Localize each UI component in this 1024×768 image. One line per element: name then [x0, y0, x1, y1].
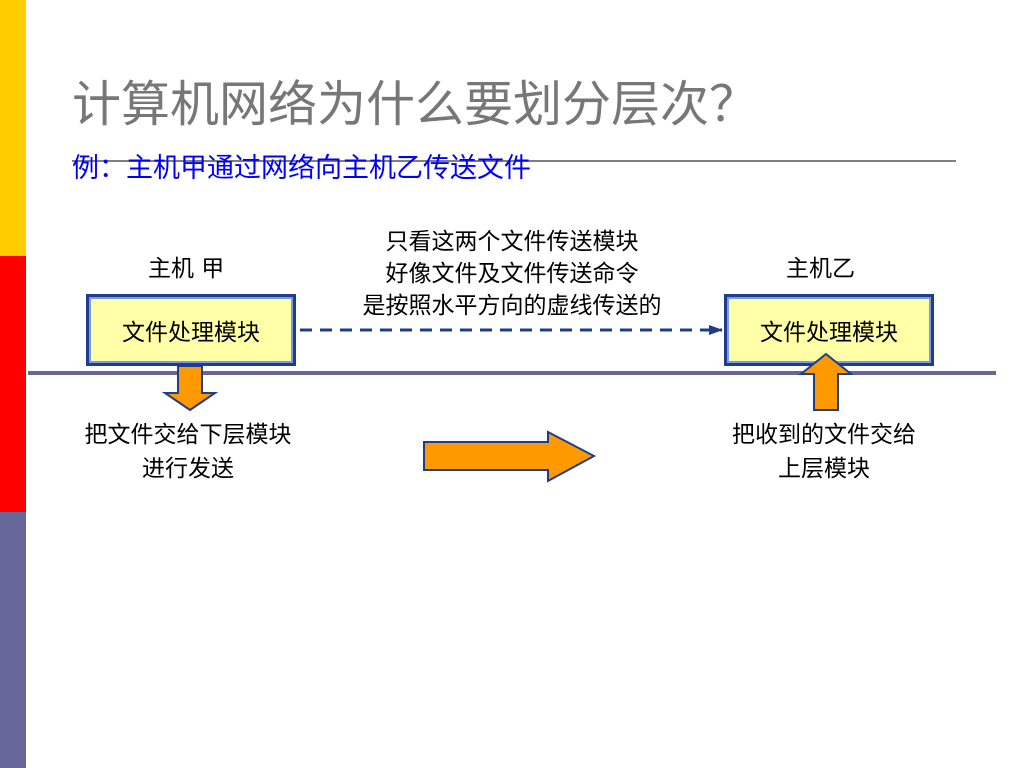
right-transfer-arrow-icon [423, 430, 597, 483]
transfer-note-line-2: 好像文件及文件传送命令 [385, 261, 639, 287]
title-divider [72, 160, 956, 162]
send-caption-line-2: 进行发送 [142, 456, 234, 482]
transfer-note: 只看这两个文件传送模块 好像文件及文件传送命令 是按照水平方向的虚线传送的 [322, 226, 702, 322]
host-b-file-module: 文件处理模块 [724, 294, 934, 366]
receive-caption-line-2: 上层模块 [778, 456, 870, 482]
host-a-file-module-label: 文件处理模块 [122, 320, 260, 346]
host-a-label: 主机 甲 [148, 256, 225, 282]
receive-caption-line-1: 把收到的文件交给 [732, 422, 916, 448]
page-subtitle: 例：主机甲通过网络向主机乙传送文件 [72, 153, 531, 184]
page-title: 计算机网络为什么要划分层次？ [72, 76, 759, 133]
send-caption-line-1: 把文件交给下层模块 [84, 422, 292, 448]
transfer-note-line-3: 是按照水平方向的虚线传送的 [362, 293, 662, 319]
send-caption: 把文件交给下层模块 进行发送 [58, 418, 318, 486]
left-accent-bar-yellow [0, 0, 26, 256]
transfer-note-line-1: 只看这两个文件传送模块 [385, 229, 639, 255]
network-layer-line [28, 371, 996, 375]
left-accent-bar-blue [0, 512, 26, 768]
host-b-file-module-label: 文件处理模块 [760, 320, 898, 346]
receive-caption: 把收到的文件交给 上层模块 [704, 418, 944, 486]
host-b-label: 主机乙 [786, 256, 855, 282]
host-a-file-module: 文件处理模块 [86, 294, 296, 366]
left-accent-bar-red [0, 256, 26, 512]
